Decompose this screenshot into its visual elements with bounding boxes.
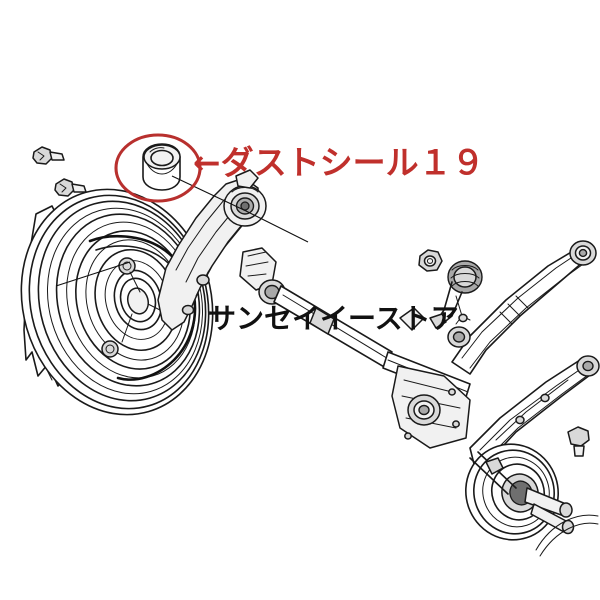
lower-right-bolt [567,426,590,457]
shop-watermark-label: サンセイイーストア [208,302,459,335]
highlight-ellipse [114,133,202,203]
dust-seal-callout-label: ←ダストシール１９ [193,143,485,182]
arm-pivot-eye [223,185,267,227]
upper-bolt-1 [32,146,65,165]
brake-drum-assembly [20,188,214,416]
upper-bolt-2 [54,178,87,197]
dust-seal-part [142,143,181,191]
drum-body [20,188,214,416]
center-link-assembly [239,247,471,449]
upper-control-arm [399,240,597,375]
lower-right-arm [465,355,600,557]
nut-part [418,249,443,272]
leader-lines [55,175,309,287]
return-spring [429,260,483,329]
